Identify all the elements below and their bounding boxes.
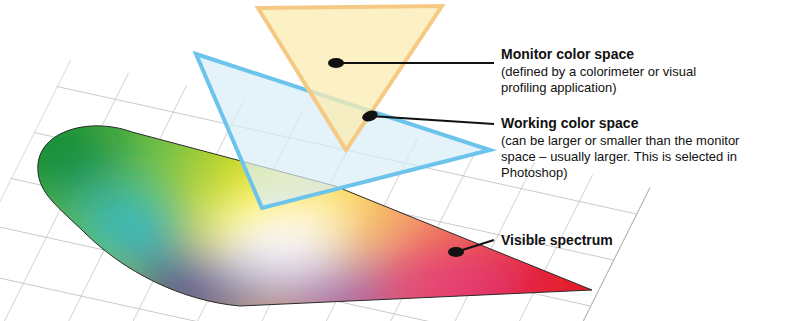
callout-heading: Visible spectrum xyxy=(501,232,791,249)
callout-heading: Monitor color space xyxy=(501,46,791,63)
callout-note: (defined by a colorimeter or visual prof… xyxy=(501,64,706,96)
callout-heading: Working color space xyxy=(501,115,791,132)
leader-lines xyxy=(328,58,494,257)
monitor-triangle xyxy=(258,6,442,150)
callout-note: (can be larger or smaller than the monit… xyxy=(501,133,741,181)
